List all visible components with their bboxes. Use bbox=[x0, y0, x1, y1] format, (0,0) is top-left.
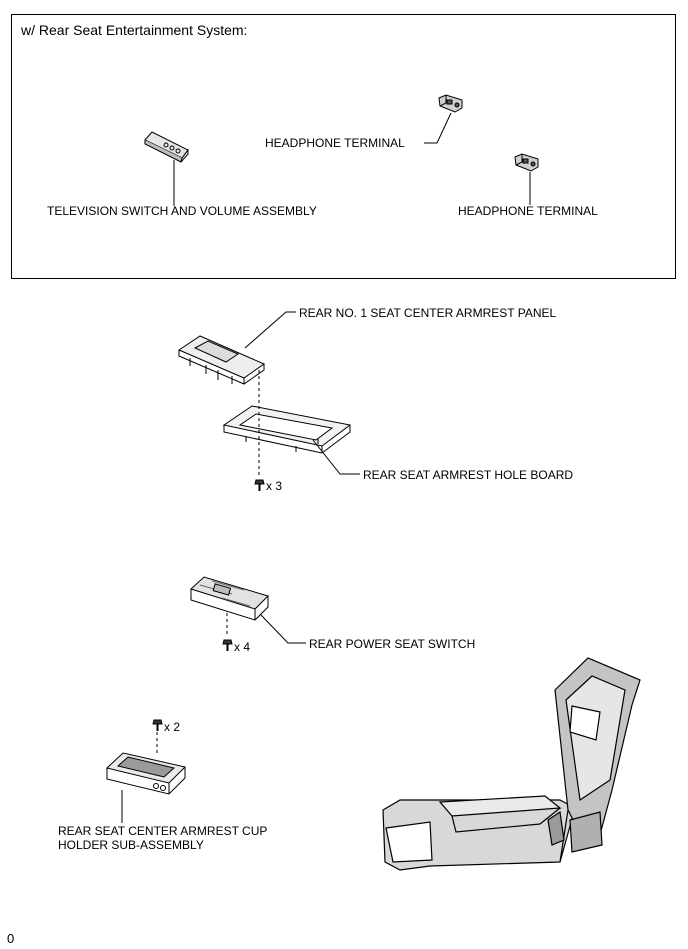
headphone-terminal-label-2: HEADPHONE TERMINAL bbox=[458, 204, 598, 218]
tv-switch-label: TELEVISION SWITCH AND VOLUME ASSEMBLY bbox=[47, 204, 317, 218]
screw-qty-x4: x 4 bbox=[234, 640, 251, 654]
headphone-terminal-label-1: HEADPHONE TERMINAL bbox=[265, 136, 405, 150]
power-seat-switch-part bbox=[190, 576, 269, 621]
screw-x4-icon bbox=[222, 639, 233, 651]
screw-x2-icon bbox=[152, 719, 163, 731]
armrest-panel-leader bbox=[244, 311, 296, 349]
figure-reference: 0 bbox=[7, 931, 15, 946]
hole-board-part bbox=[222, 405, 352, 454]
armrest-panel-label: REAR NO. 1 SEAT CENTER ARMREST PANEL bbox=[299, 306, 557, 320]
power-seat-switch-label: REAR POWER SEAT SWITCH bbox=[309, 637, 476, 651]
cup-holder-label-line1: REAR SEAT CENTER ARMREST CUP bbox=[58, 824, 268, 838]
hole-board-label: REAR SEAT ARMREST HOLE BOARD bbox=[363, 468, 574, 482]
headphone-terminal-1-part bbox=[438, 94, 463, 113]
screw-qty-x3: x 3 bbox=[266, 479, 283, 493]
armrest-panel-part bbox=[177, 335, 266, 385]
headphone-terminal-1-leader bbox=[424, 112, 452, 144]
cup-holder-label-line2: HOLDER SUB-ASSEMBLY bbox=[58, 838, 204, 852]
screw-qty-x2: x 2 bbox=[164, 720, 181, 734]
screw-x3-icon bbox=[254, 479, 265, 491]
rear-seat-entertainment-box: w/ Rear Seat Entertainment System: bbox=[11, 14, 676, 279]
armrest-assembly-part bbox=[382, 657, 641, 871]
headphone-terminal-2-part bbox=[514, 153, 539, 172]
tv-switch-part bbox=[144, 131, 189, 163]
hole-board-leader bbox=[312, 439, 360, 475]
power-seat-switch-leader bbox=[260, 614, 306, 644]
cup-holder-part bbox=[105, 752, 186, 795]
box-title: w/ Rear Seat Entertainment System: bbox=[21, 22, 248, 38]
